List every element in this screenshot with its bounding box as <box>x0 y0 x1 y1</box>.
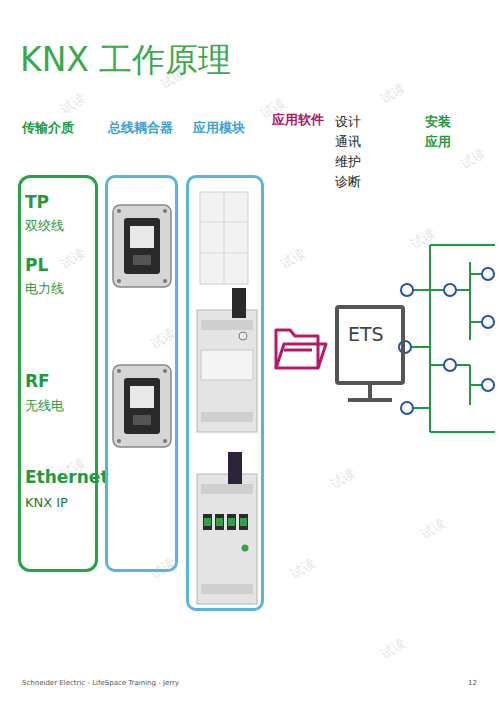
network-device <box>399 268 494 414</box>
watermark: 试读 <box>57 90 89 119</box>
page-number: 12 <box>468 679 477 687</box>
task-list: 设计 通讯 维护 诊断 <box>335 112 365 192</box>
ets-monitor: ETS <box>335 305 405 385</box>
medium-name: KNX IP <box>25 495 68 511</box>
switch-panel-image <box>200 192 248 284</box>
column-heading: 传输介质 <box>22 120 74 136</box>
medium-code: PL <box>25 255 48 275</box>
coupler-group: 总线耦合器 <box>105 175 178 572</box>
watermark: 试读 <box>417 515 449 544</box>
network-tree <box>411 245 495 432</box>
software-name: ETS <box>348 323 384 346</box>
title: KNX 工作原理 <box>20 40 231 80</box>
watermark: 试读 <box>147 555 179 584</box>
watermark: 试读 <box>287 555 319 584</box>
medium-name: 双绞线 <box>25 218 64 234</box>
watermark: 试读 <box>457 145 489 174</box>
medium-name: 无线电 <box>25 398 64 414</box>
watermark: 试读 <box>377 80 409 109</box>
column-heading: 应用模块 <box>193 120 245 136</box>
din-module-image <box>197 452 257 604</box>
watermark: 试读 <box>377 635 409 664</box>
column-heading: 安装 应用 <box>425 112 455 152</box>
folder-icon <box>276 330 326 368</box>
medium-code: RF <box>25 371 50 391</box>
watermark: 试读 <box>147 325 179 354</box>
watermark: 试读 <box>407 225 439 254</box>
watermark: 试读 <box>57 245 89 274</box>
din-module-image <box>197 288 257 432</box>
column-heading: 总线耦合器 <box>108 120 173 136</box>
medium-name: 电力线 <box>25 281 64 297</box>
module-group: 应用模块 <box>186 175 264 611</box>
footer-text: Schneider Electric - LifeSpace Training … <box>22 679 179 687</box>
medium-code: TP <box>25 192 49 212</box>
watermark: 试读 <box>277 245 309 274</box>
monitor-stand <box>348 383 392 400</box>
bus-coupler-image <box>113 205 171 447</box>
watermark: 试读 <box>327 465 359 494</box>
medium-group: 传输介质TP双绞线PL电力线RF无线电EthernetKNX IP <box>18 175 98 572</box>
